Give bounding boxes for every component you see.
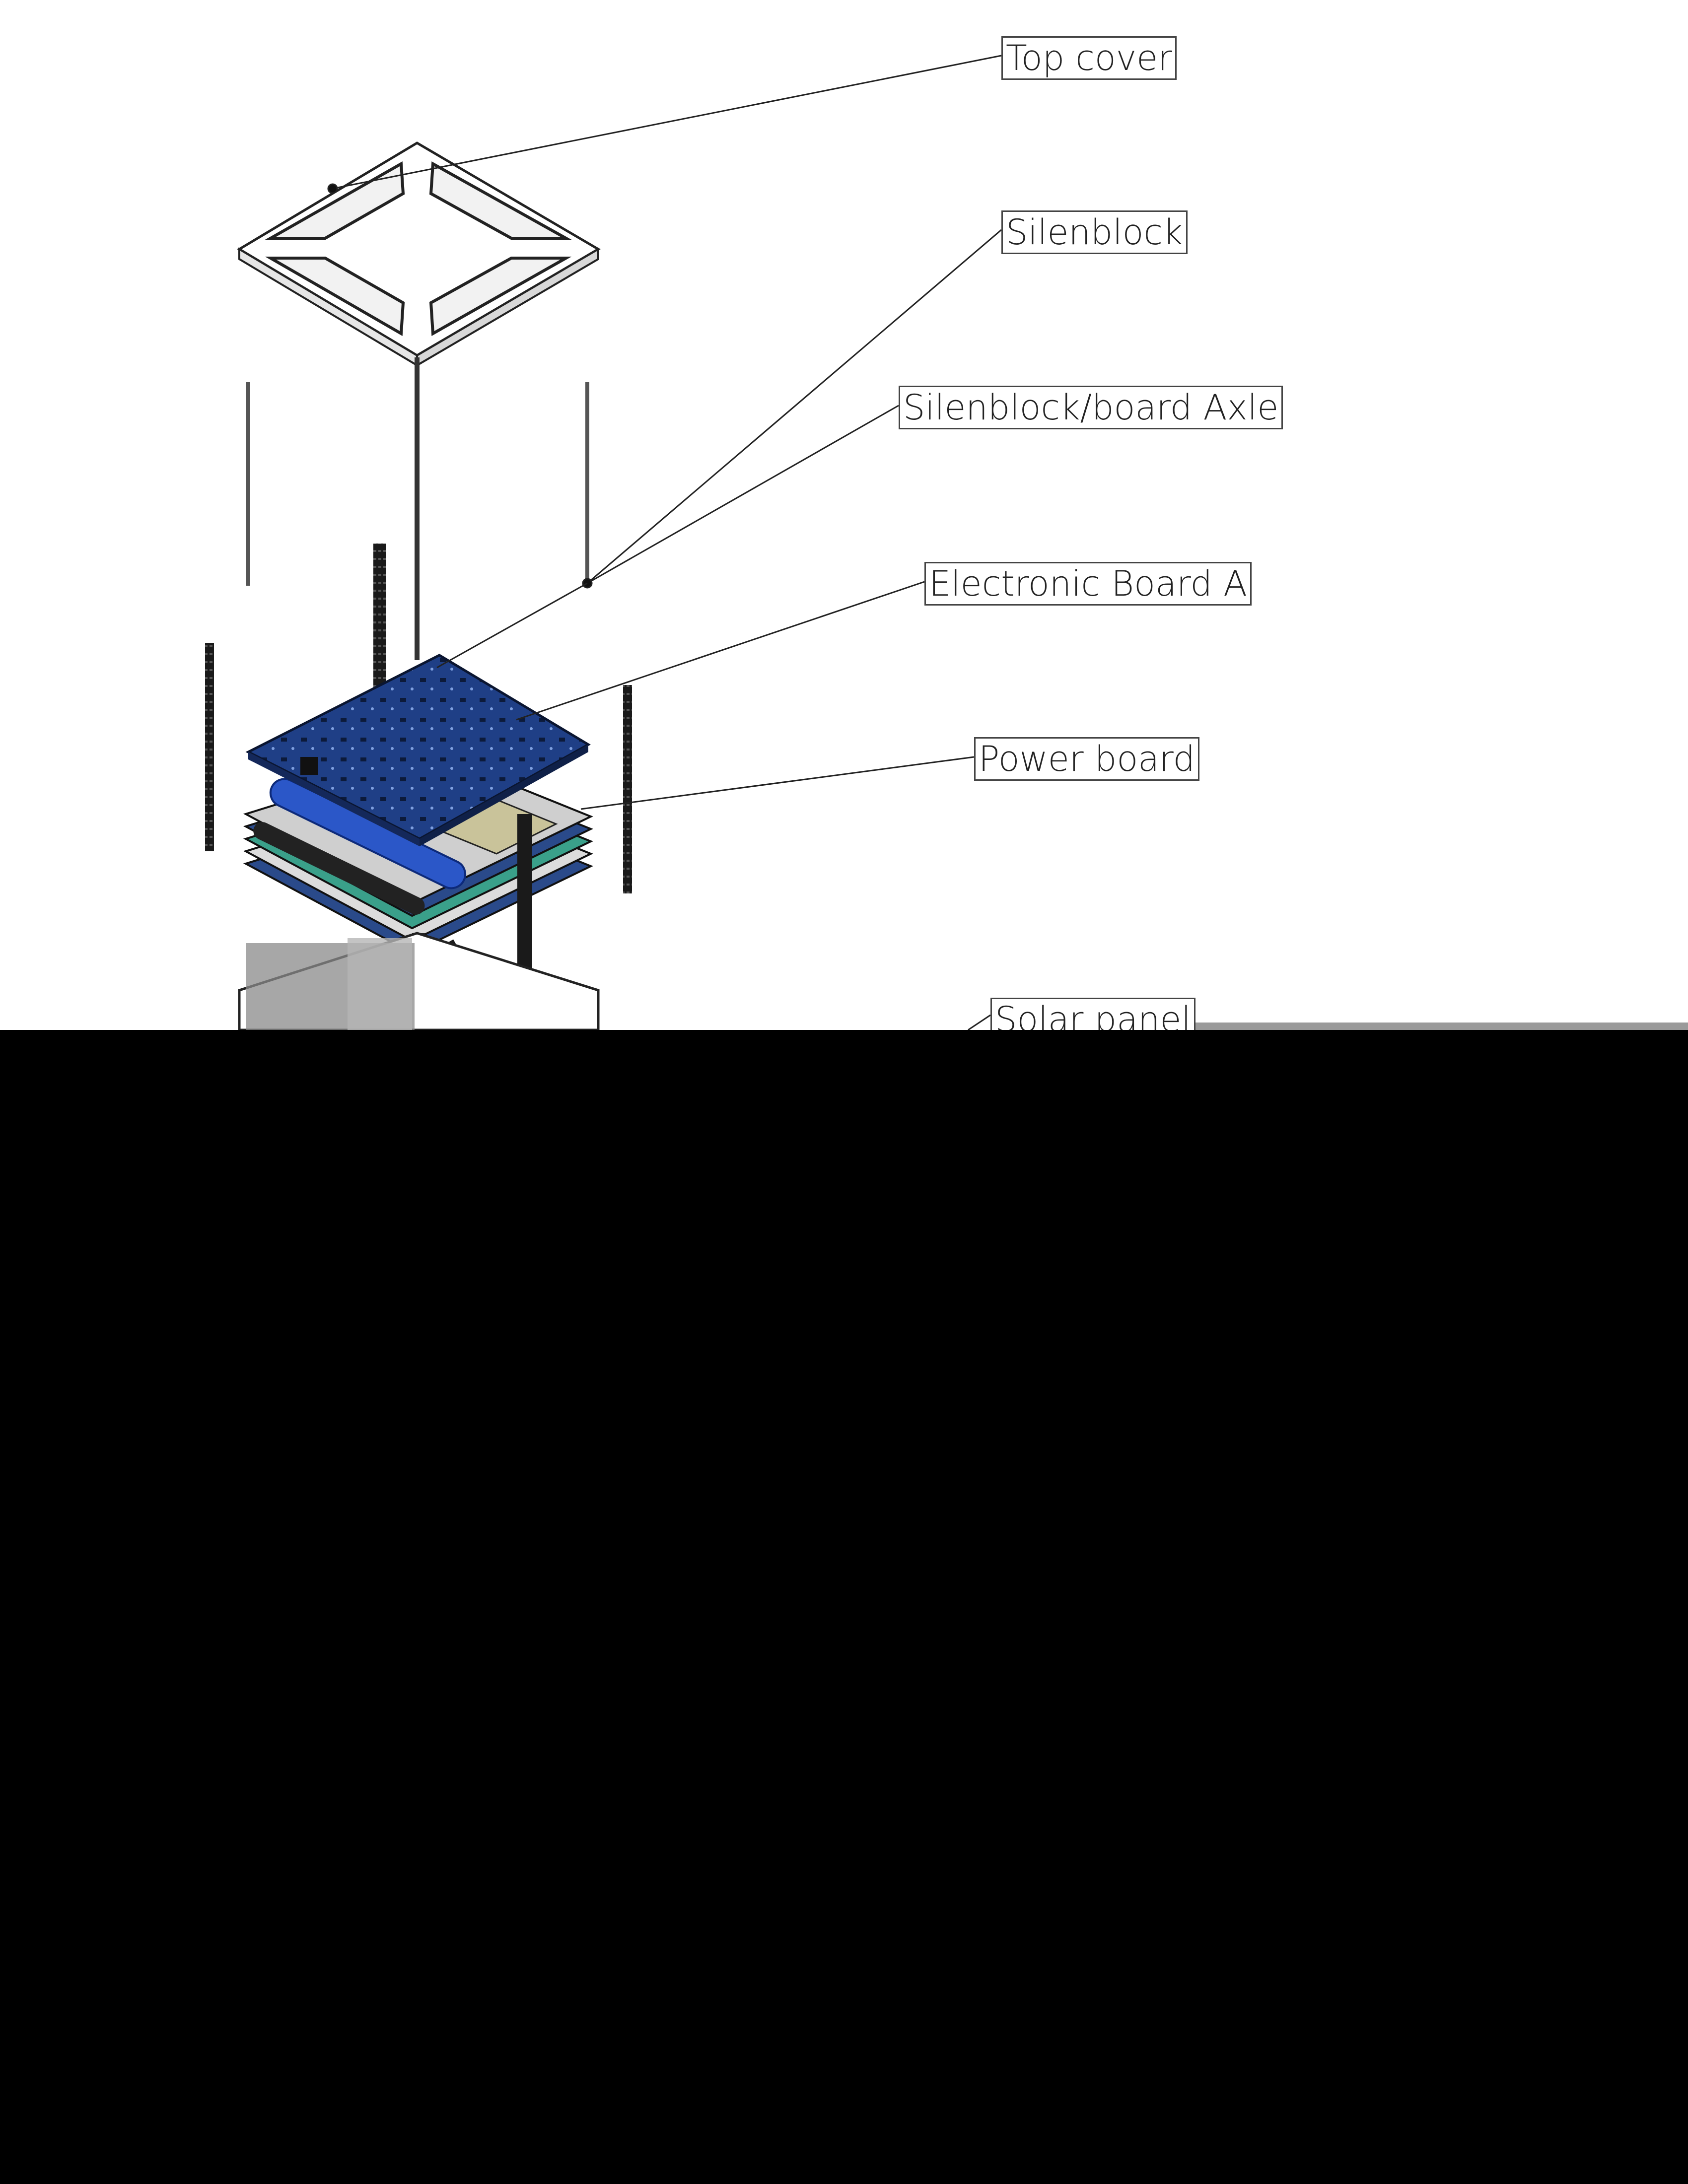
assembly-illustration [205, 55, 1688, 1030]
side-rails [205, 544, 632, 893]
axle-parts [246, 357, 589, 660]
exploded-assembly-drawing: Top cover Silenblock Silenblock/board Ax… [0, 0, 1688, 1030]
callout-top-cover: Top cover [1001, 36, 1177, 80]
masked-region [0, 1030, 1688, 2184]
top-cover-part [237, 141, 601, 367]
callout-electronic-board-a: Electronic Board A [924, 562, 1252, 606]
callout-power-board: Power board [974, 737, 1200, 781]
bottom-frame-part [238, 932, 600, 1030]
callout-silenblock: Silenblock [1001, 210, 1188, 254]
callout-solar-panel: Solar panel [990, 998, 1196, 1030]
solar-panel-part [1172, 1023, 1688, 1030]
callout-silenblock-axle: Silenblock/board Axle [899, 386, 1283, 429]
leader-lines [327, 55, 1002, 1030]
electronic-board-a-part [245, 654, 591, 846]
